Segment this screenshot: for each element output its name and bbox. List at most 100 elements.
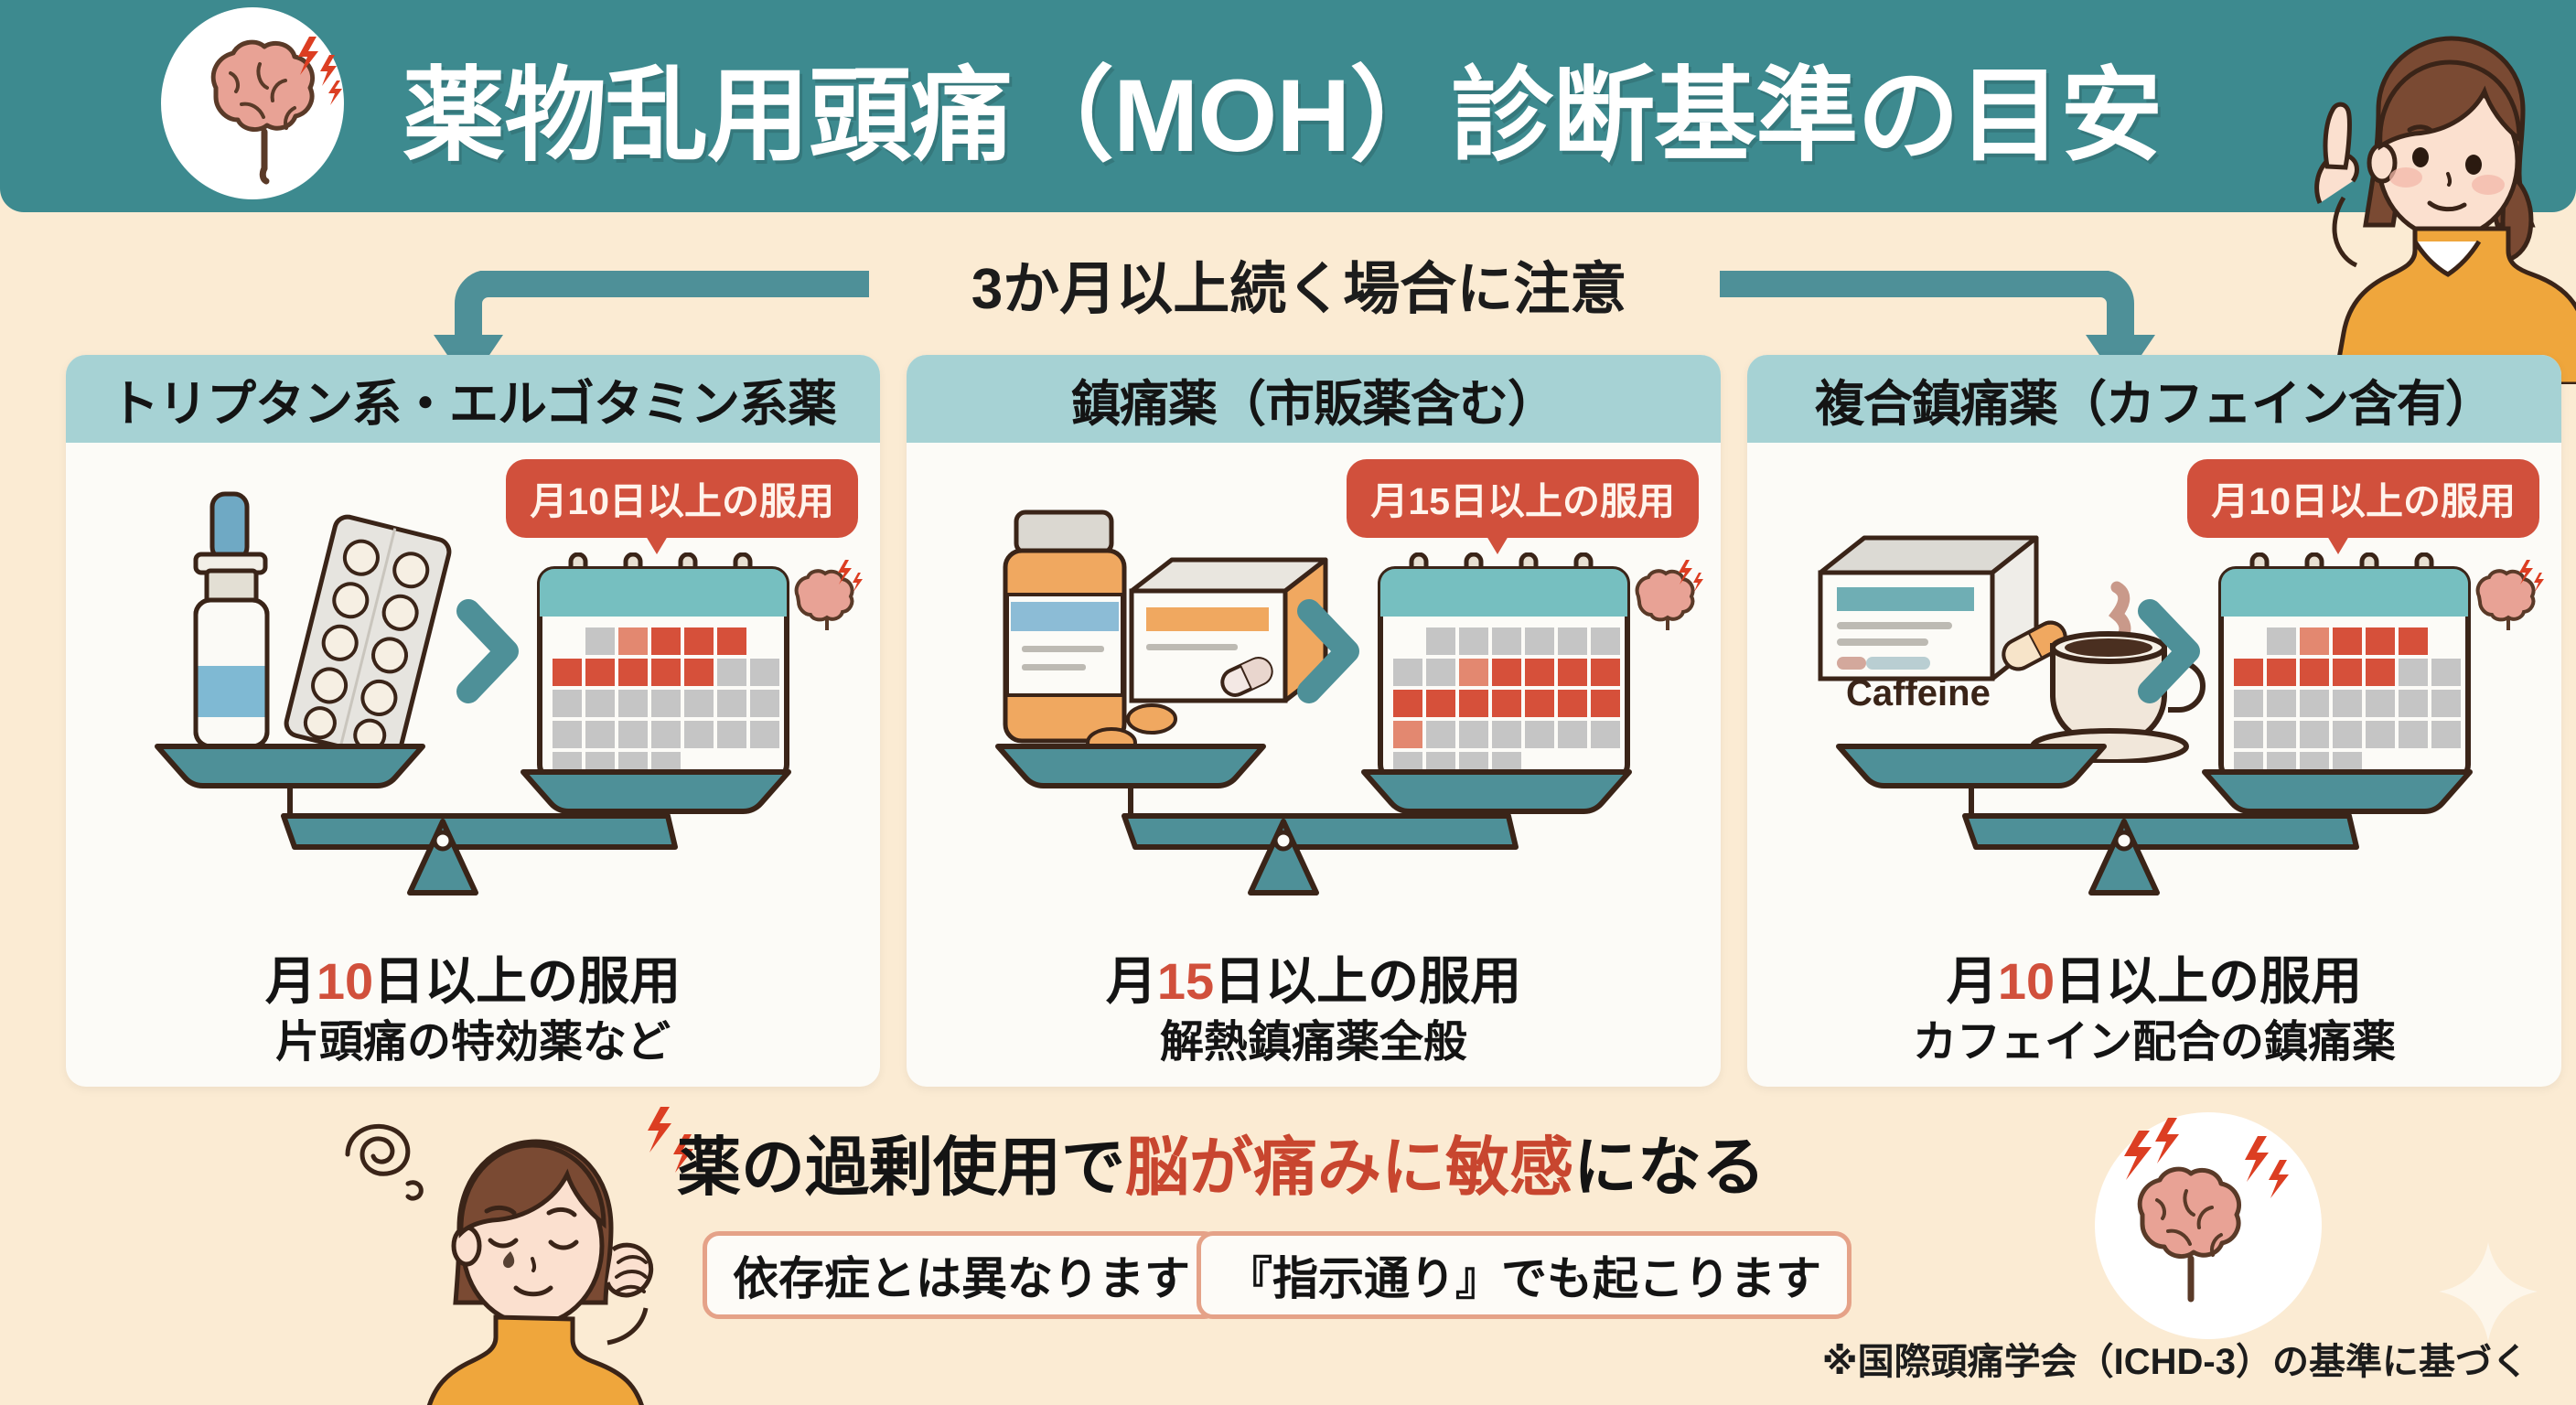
capsule-icon [2002, 620, 2067, 671]
chevron-right-icon [2138, 599, 2200, 703]
calendar-day [1525, 690, 1554, 717]
note-badge-as-directed: 『指示通り』でも起こります [1197, 1231, 1852, 1319]
calendar-day [1426, 721, 1455, 748]
calendar-day [1393, 659, 1422, 686]
calendar-day [1558, 659, 1587, 686]
calendar-day [717, 721, 746, 748]
calendar-day [1393, 721, 1422, 748]
card-body: 月15日以上の服用 [907, 443, 1721, 1087]
calendar-day [750, 690, 779, 717]
callout-tail [1481, 527, 1514, 554]
calendar-day [1591, 721, 1620, 748]
calendar-day [553, 690, 582, 717]
calendar-day [651, 627, 681, 655]
calendar-day [2399, 627, 2428, 655]
pill-bottle-icon [1003, 509, 1127, 744]
callout-tail [2322, 527, 2355, 554]
calendar-day [717, 627, 746, 655]
calendar-day [585, 659, 615, 686]
calendar-day [2234, 659, 2263, 686]
calendar-day [1426, 627, 1455, 655]
calendar-day [717, 659, 746, 686]
calendar-day [2399, 721, 2428, 748]
balance-scale-icon [155, 744, 791, 896]
calendar-day [2300, 659, 2329, 686]
subtitle-text: 3か月以上続く場合に注意 [971, 258, 1627, 321]
calendar-day [1492, 721, 1521, 748]
card-header-label: 鎮痛薬（市販薬含む） [1071, 376, 1557, 432]
chevron-right-icon [1297, 599, 1359, 703]
card-header: 鎮痛薬（市販薬含む） [907, 355, 1721, 443]
calendar-day [750, 659, 779, 686]
calendar-day [585, 690, 615, 717]
calendar-day [585, 721, 615, 748]
card-header-label: トリプタン系・エルゴタミン系薬 [110, 376, 837, 432]
calendar-day [2267, 627, 2296, 655]
calendar-day [717, 690, 746, 717]
lightning-bolt-icon [2124, 1118, 2289, 1198]
headache-woman-illustration [345, 1107, 693, 1405]
lightning-bolt-icon [648, 1107, 693, 1173]
calendar-day [1525, 721, 1554, 748]
brain-icon-bottom [2124, 1118, 2289, 1303]
calendar-day [1459, 690, 1488, 717]
calendar-day [2333, 690, 2362, 717]
summary-main-line: 月15日以上の服用 [1105, 951, 1522, 1010]
calendar-day [2431, 659, 2461, 686]
calendar-grid [553, 627, 779, 779]
calendar-day [1459, 721, 1488, 748]
calendar-grid [2234, 627, 2461, 779]
card-analgesic[interactable]: 鎮痛薬（市販薬含む） [907, 355, 1721, 1087]
calendar-day [553, 721, 582, 748]
calendar-day [2333, 627, 2362, 655]
calendar-day [2366, 721, 2395, 748]
calendar-day [2366, 627, 2395, 655]
calendar-grid [1393, 627, 1620, 779]
coffee-cup-icon [2030, 581, 2206, 763]
card-triptan[interactable]: トリプタン系・エルゴタミン系薬 [66, 355, 880, 1087]
lightning-bolt-icon [298, 37, 342, 105]
card-body: 月10日以上の服用 [66, 443, 880, 1087]
calendar-day [1492, 627, 1521, 655]
card-header-label: 複合鎮痛薬（カフェイン含有） [1815, 376, 2495, 432]
card-summary: 月10日以上の服用 カフェイン配合の鎮痛薬 [1747, 951, 2561, 1070]
calendar-day [684, 721, 714, 748]
card-combination-caffeine[interactable]: 複合鎮痛薬（カフェイン含有） [1747, 355, 2561, 1087]
card-header: 複合鎮痛薬（カフェイン含有） [1747, 355, 2561, 443]
calendar-day [2234, 721, 2263, 748]
calendar-day [684, 690, 714, 717]
bottom-headline: 薬の過剰使用で脳が痛みに敏感になる [677, 1131, 1766, 1203]
pill-blister-icon [284, 514, 452, 761]
chevron-right-icon [456, 599, 519, 703]
calendar-day [1558, 627, 1587, 655]
brain-icon-small [794, 560, 863, 630]
brain-icon-small [2475, 560, 2544, 630]
calendar-day [651, 659, 681, 686]
calendar-day [553, 659, 582, 686]
calendar-day [2431, 721, 2461, 748]
callout-badge: 月15日以上の服用 [1347, 459, 1699, 538]
card-header: トリプタン系・エルゴタミン系薬 [66, 355, 880, 443]
summary-sub-line: カフェイン配合の鎮痛薬 [1912, 1018, 2396, 1067]
calendar-day [1459, 659, 1488, 686]
calendar-day [2267, 721, 2296, 748]
calendar-day [2234, 690, 2263, 717]
footnote-text: ※国際頭痛学会（ICHD-3）の基準に基づく [1821, 1342, 2528, 1382]
page-title: 薬物乱用頭痛（MOH）診断基準の目安 [402, 59, 2163, 173]
calendar-day [1558, 690, 1587, 717]
summary-main-line: 月10日以上の服用 [1946, 951, 2363, 1010]
calendar-day [618, 721, 648, 748]
calendar-day [618, 627, 648, 655]
calendar-day [2366, 659, 2395, 686]
summary-main-line: 月10日以上の服用 [264, 951, 682, 1010]
balance-scale-icon [1836, 744, 2473, 896]
calendar-day [1591, 690, 1620, 717]
calendar-day [1525, 627, 1554, 655]
note-badge-dependency: 依存症とは異なります [703, 1231, 1220, 1319]
calendar-icon [1378, 552, 1630, 782]
summary-sub-line: 片頭痛の特効薬など [274, 1018, 671, 1067]
calendar-day [2431, 690, 2461, 717]
calendar-day [2366, 690, 2395, 717]
calendar-day [651, 690, 681, 717]
sparkle-icon [2439, 1242, 2538, 1341]
